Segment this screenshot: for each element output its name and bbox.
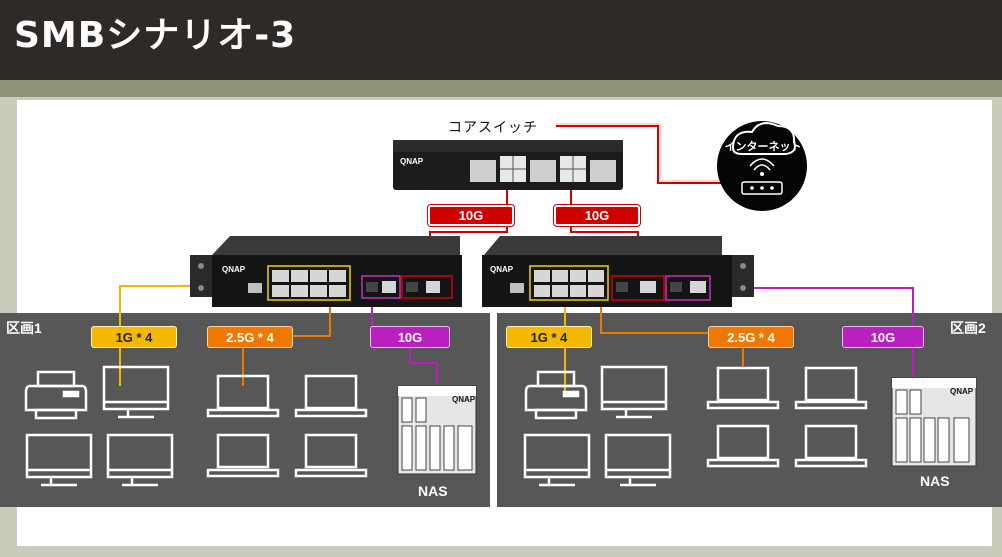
printer-icon [524, 370, 588, 420]
laptop-icon [706, 424, 780, 468]
nas-icon: QNAP [891, 377, 977, 467]
laptop-icon [206, 433, 280, 478]
core-switch-label: コアスイッチ [448, 119, 538, 135]
zone1-1g-tag: 1G * 4 [91, 326, 177, 348]
monitor-icon [106, 433, 174, 487]
svg-text:QNAP: QNAP [222, 265, 246, 274]
edge-switch-2-device: QNAP [482, 236, 754, 307]
svg-text:QNAP: QNAP [400, 157, 424, 166]
laptop-icon [206, 374, 280, 418]
zone2-25g-line [600, 300, 744, 366]
page-title: SMBシナリオ-3 [14, 15, 297, 56]
title-bar: SMBシナリオ-3 [0, 0, 1002, 80]
monitor-icon [600, 365, 668, 419]
core-internet-line-glow [556, 123, 722, 182]
monitor-icon [523, 433, 591, 487]
edge-switch-1-device: QNAP [190, 236, 462, 307]
printer-icon [24, 370, 88, 420]
zone1-nas-label: NAS [418, 483, 448, 499]
zone2-1g-tag: 1G * 4 [506, 326, 592, 348]
laptop-icon [794, 424, 868, 468]
zone1-devices [24, 365, 368, 487]
zone2-10g-tag: 10G [842, 326, 924, 348]
internet-label: インターネット [724, 141, 802, 153]
monitor-icon [604, 433, 672, 487]
zone1-10g-tag: 10G [370, 326, 450, 348]
core-internet-line [556, 125, 722, 184]
header-band [0, 80, 1002, 97]
zone-1-label: 区画1 [6, 320, 42, 336]
uplink-2-tag: 10G [553, 204, 641, 227]
monitor-icon [25, 433, 93, 487]
uplink-1-tag: 10G [427, 204, 515, 227]
svg-text:QNAP: QNAP [490, 265, 514, 274]
zone1-25g-tag: 2.5G * 4 [207, 326, 293, 348]
zone2-nas-label: NAS [920, 473, 950, 489]
laptop-icon [794, 366, 868, 410]
laptop-icon [294, 374, 368, 418]
monitor-icon [102, 365, 170, 419]
internet-icon [717, 121, 807, 211]
zone2-10g-line [700, 287, 914, 378]
zone2-25g-tag: 2.5G * 4 [708, 326, 794, 348]
nas-icon: QNAP [397, 385, 477, 475]
zone2-devices [523, 365, 868, 487]
svg-text:QNAP: QNAP [950, 387, 974, 396]
core-switch-device: QNAP [393, 140, 623, 190]
laptop-icon [294, 433, 368, 478]
laptop-icon [706, 366, 780, 410]
zone-2-label: 区画2 [950, 320, 986, 336]
svg-text:QNAP: QNAP [452, 395, 476, 404]
